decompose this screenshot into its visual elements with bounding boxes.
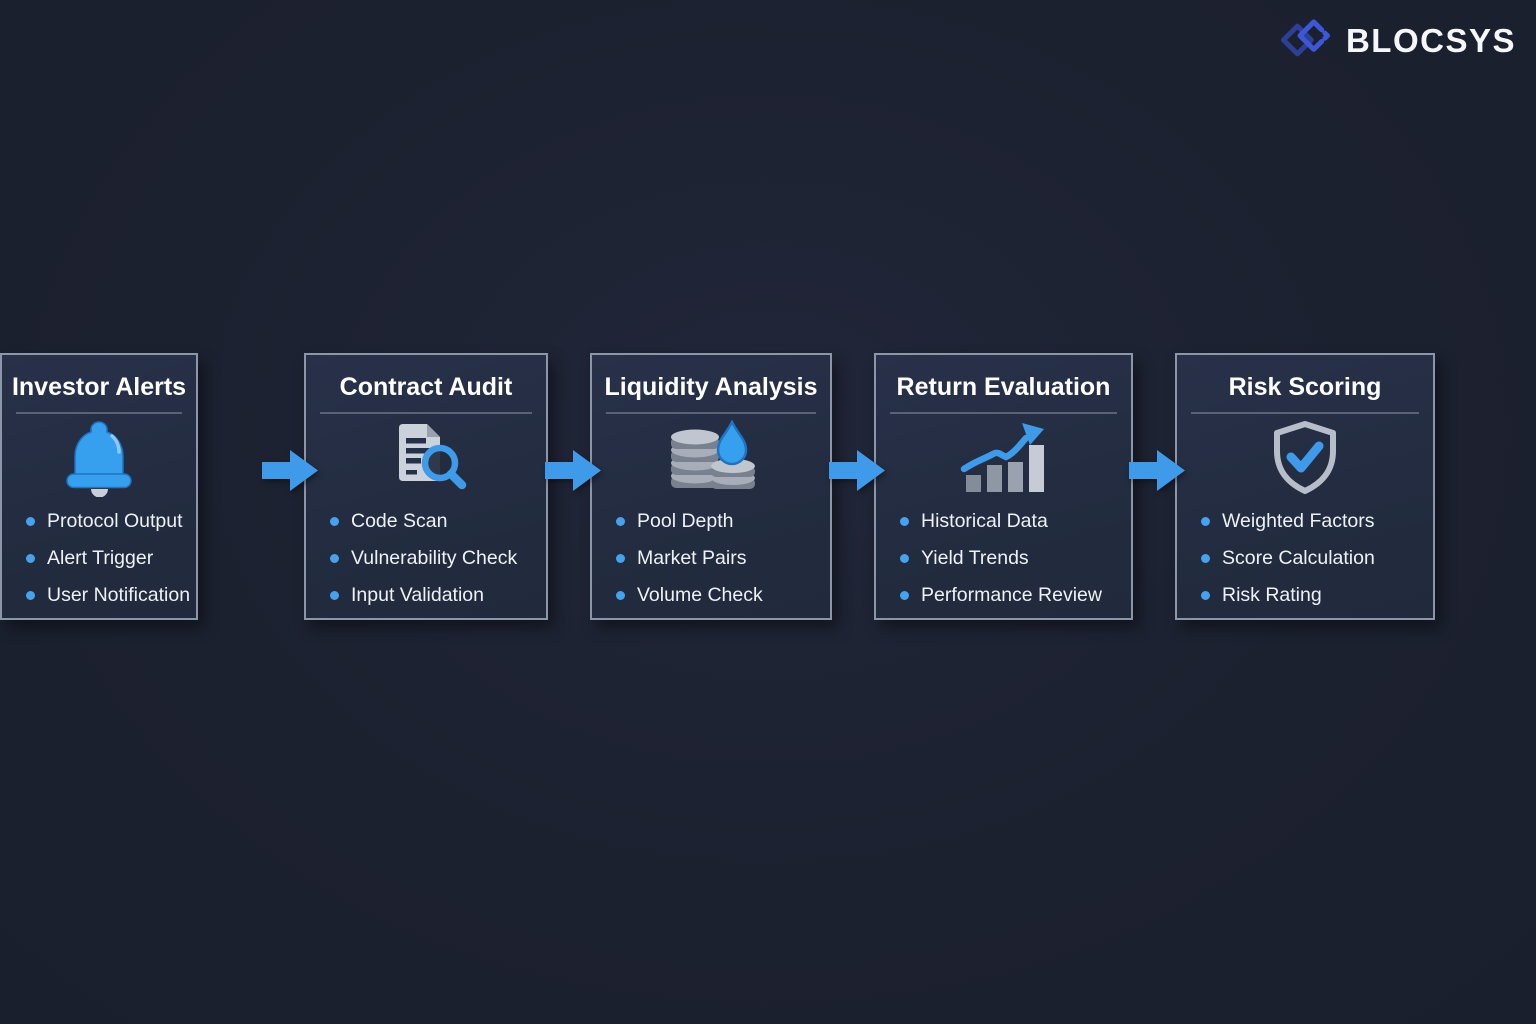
list-item: Vulnerability Check	[330, 540, 540, 577]
stage-title: Investor Alerts	[11, 373, 187, 401]
list-item: Alert Trigger	[26, 540, 190, 577]
bullet-dot	[1201, 517, 1210, 526]
stage-list: Weighted Factors Score Calculation Risk …	[1177, 503, 1433, 614]
list-item-label: Code Scan	[351, 510, 448, 532]
flow-arrow	[262, 450, 318, 491]
list-item: Performance Review	[900, 577, 1125, 614]
title-divider	[890, 412, 1117, 414]
bullet-dot	[1201, 591, 1210, 600]
list-item-label: Volume Check	[637, 584, 763, 606]
list-item-label: Yield Trends	[921, 547, 1029, 569]
flow-arrow	[829, 450, 885, 491]
overlapping-diamonds-icon	[1280, 19, 1330, 57]
list-item: Yield Trends	[900, 540, 1125, 577]
brand-logo: BLOCSYS	[1280, 16, 1516, 64]
bullet-dot	[26, 517, 35, 526]
title-divider	[1191, 412, 1419, 414]
bullet-dot	[616, 517, 625, 526]
document-magnifier-icon	[383, 415, 469, 501]
list-item-label: Vulnerability Check	[351, 547, 518, 569]
list-item-label: Performance Review	[921, 584, 1102, 606]
list-item-label: Market Pairs	[637, 547, 747, 569]
bell-icon	[58, 415, 140, 501]
list-item: Input Validation	[330, 577, 540, 614]
list-item: Protocol Output	[26, 503, 190, 540]
stage-list: Code Scan Vulnerability Check Input Vali…	[306, 503, 546, 614]
stage-card-liquidity-analysis: Liquidity Analysis	[590, 353, 832, 620]
stage-title: Contract Audit	[339, 373, 513, 401]
list-item-label: Protocol Output	[47, 510, 183, 532]
bullet-dot	[616, 591, 625, 600]
stage-list: Pool Depth Market Pairs Volume Check	[592, 503, 830, 614]
bullet-dot	[330, 591, 339, 600]
bullet-dot	[330, 517, 339, 526]
list-item-label: Input Validation	[351, 584, 484, 606]
list-item: Score Calculation	[1201, 540, 1427, 577]
bullet-dot	[330, 554, 339, 563]
shield-check-icon	[1268, 415, 1342, 501]
list-item: Risk Rating	[1201, 577, 1427, 614]
stage-list: Historical Data Yield Trends Performance…	[876, 503, 1131, 614]
title-divider	[606, 412, 816, 414]
stage-title: Return Evaluation	[896, 373, 1111, 401]
list-item-label: User Notification	[47, 584, 191, 606]
list-item: Pool Depth	[616, 503, 824, 540]
stage-title: Liquidity Analysis	[604, 373, 818, 401]
bullet-dot	[900, 517, 909, 526]
bullet-dot	[26, 554, 35, 563]
flow-arrow	[1129, 450, 1185, 491]
stage-card-investor-alerts: Investor Alerts Protocol Output Alert Tr…	[0, 353, 199, 620]
bullet-dot	[616, 554, 625, 563]
list-item-label: Score Calculation	[1222, 547, 1375, 569]
bullet-dot	[900, 554, 909, 563]
list-item-label: Weighted Factors	[1222, 510, 1375, 532]
trend-chart-icon	[960, 415, 1048, 501]
list-item: Market Pairs	[616, 540, 824, 577]
coins-droplet-icon	[663, 415, 759, 501]
bullet-dot	[26, 591, 35, 600]
stage-card-contract-audit: Contract Audit Code Scan Vulnerability C…	[304, 353, 548, 620]
list-item: Historical Data	[900, 503, 1125, 540]
stage-card-return-evaluation: Return Evaluation Historical Data Yield …	[874, 353, 1133, 620]
list-item: User Notification	[26, 577, 190, 614]
list-item-label: Pool Depth	[637, 510, 734, 532]
title-divider	[320, 412, 532, 414]
list-item: Volume Check	[616, 577, 824, 614]
stage-card-risk-scoring: Risk Scoring Weighted Factors Score Calc…	[1175, 353, 1435, 620]
list-item-label: Alert Trigger	[47, 547, 154, 569]
stage-title: Risk Scoring	[1228, 373, 1382, 401]
list-item-label: Historical Data	[921, 510, 1048, 532]
flow-arrow	[545, 450, 601, 491]
title-divider	[16, 412, 183, 414]
bullet-dot	[1201, 554, 1210, 563]
list-item-label: Risk Rating	[1222, 584, 1322, 606]
list-item: Weighted Factors	[1201, 503, 1427, 540]
stage-list: Protocol Output Alert Trigger User Notif…	[2, 503, 196, 614]
list-item: Code Scan	[330, 503, 540, 540]
brand-name: BLOCSYS	[1345, 21, 1516, 59]
bullet-dot	[900, 591, 909, 600]
